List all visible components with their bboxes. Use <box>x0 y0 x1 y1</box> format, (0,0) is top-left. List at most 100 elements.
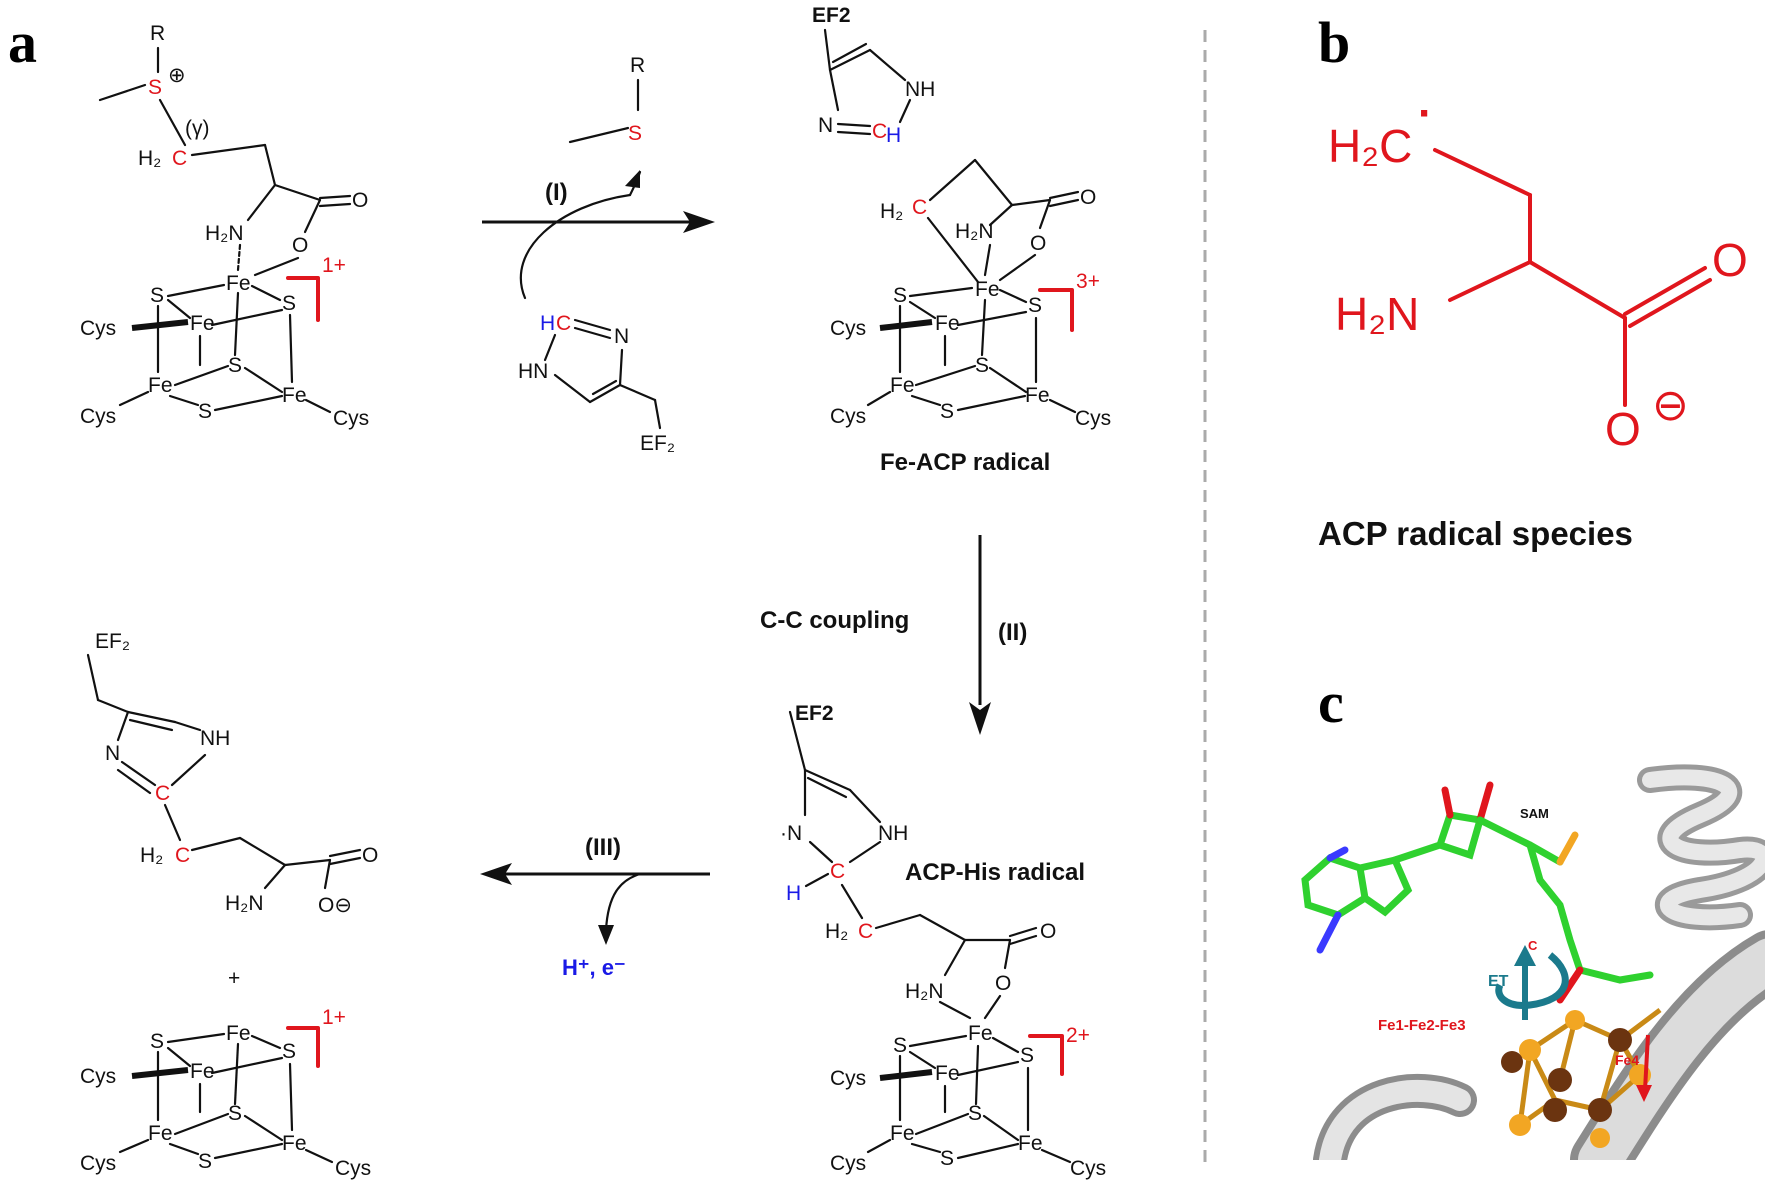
product-structure: EF₂ NH N C H₂ C O O⊖ H₂N <box>86 630 378 917</box>
n-atom: N <box>105 742 120 765</box>
carboxylate-o: O⊖ <box>318 894 352 917</box>
gamma-label: (γ) <box>185 117 210 140</box>
s-atom: S <box>975 354 989 377</box>
gamma-carbon: C <box>858 920 873 943</box>
nh-atom: NH <box>200 727 230 750</box>
amine-h2n: H₂N <box>225 892 263 915</box>
fe-atom: Fe <box>890 374 915 397</box>
step-i-arrow: (I) <box>482 170 715 300</box>
step-ii-arrow: C-C coupling (II) <box>760 535 1027 735</box>
acp-radical-species: H₂C · H₂N O O ⊖ <box>1328 89 1748 455</box>
s-atom: S <box>1020 1044 1034 1067</box>
n-atom: N <box>818 114 833 137</box>
cys-ligand: Cys <box>830 1152 866 1175</box>
s-atom: S <box>282 1040 296 1063</box>
n-radical: ·N <box>780 822 802 845</box>
gamma-carbon: C <box>175 844 190 867</box>
coupled-carbon: C <box>830 860 845 883</box>
fe-atom: Fe <box>1018 1132 1043 1155</box>
fe-atom: Fe <box>148 1122 173 1145</box>
c2-h: H <box>886 124 901 147</box>
h2-label: H₂ <box>825 920 848 943</box>
carbonyl-o: O <box>362 844 378 867</box>
b-h2c: H₂C <box>1328 120 1412 172</box>
b-radical-dot: · <box>1418 89 1433 138</box>
protein-helix <box>1637 764 1765 931</box>
fe-atom: Fe <box>935 312 960 335</box>
h2-label: H₂ <box>880 200 903 223</box>
h2-label: H₂ <box>138 147 161 170</box>
s-atom: S <box>940 400 954 423</box>
fe-atom: Fe <box>975 278 1000 301</box>
cys-ligand: Cys <box>1070 1157 1106 1180</box>
methionine-product: R S <box>568 54 645 145</box>
acp-his-radical-structure: EF2 NH ·N C H H₂ C O O H₂N Fe S S Fe S F… <box>780 702 1106 1180</box>
fe-atom: Fe <box>890 1122 915 1145</box>
et-label: ET <box>1488 973 1509 990</box>
s-atom: S <box>228 354 242 377</box>
ef2-substituent: EF₂ <box>640 432 675 455</box>
b-carboxylate-o: O <box>1605 403 1641 455</box>
charge-label: 2+ <box>1066 1024 1090 1047</box>
his-h: H <box>540 312 555 335</box>
gamma-carbon: C <box>172 147 187 170</box>
h2-label: H₂ <box>140 844 163 867</box>
charge-label: 3+ <box>1076 270 1100 293</box>
s-atom: S <box>150 1030 164 1053</box>
cys-ligand: Cys <box>80 317 116 340</box>
regenerated-cluster: Fe S S Fe S Fe S Fe Cys Cys Cys 1+ <box>80 1006 371 1180</box>
step-iii-label: (III) <box>585 834 621 861</box>
fe-s-cluster-render <box>1501 1008 1662 1148</box>
sam-cluster-structure: R S ⊕ (γ) H₂ C O O H₂N Fe S S Fe S Fe S … <box>80 22 369 430</box>
cys-ligand: Cys <box>335 1157 371 1180</box>
carboxyl-o: O <box>995 972 1011 995</box>
fe4-label: Fe4 <box>1615 1052 1639 1068</box>
r-group: R <box>150 22 165 45</box>
nh-atom: NH <box>878 822 908 845</box>
cys-ligand: Cys <box>80 405 116 428</box>
s-atom: S <box>282 292 296 315</box>
coupled-carbon: C <box>155 782 170 805</box>
protein-sheet <box>1313 930 1765 1160</box>
sam-binding-site-render: SAM ET C Fe1-Fe2-Fe3 Fe4 <box>1290 760 1765 1160</box>
s-atom: S <box>198 400 212 423</box>
nh-atom: NH <box>905 78 935 101</box>
cluster-label: Fe1-Fe2-Fe3 <box>1378 1017 1466 1034</box>
acp-his-radical-label: ACP-His radical <box>905 859 1085 886</box>
panel-label-b: b <box>1318 10 1350 75</box>
cys-ligand: Cys <box>80 1152 116 1175</box>
electron-transfer-arrows <box>1495 945 1652 1102</box>
s-atom: S <box>968 1102 982 1125</box>
fe-atom: Fe <box>190 1060 215 1083</box>
sam-molecule <box>1301 781 1654 1004</box>
s-atom: S <box>940 1147 954 1170</box>
fe-atom: Fe <box>190 312 215 335</box>
sam-label: SAM <box>1520 806 1549 821</box>
proton-electron-label: H⁺, e⁻ <box>562 955 626 980</box>
fe-atom: Fe <box>226 272 251 295</box>
fe-atom: Fe <box>282 384 307 407</box>
c-label: C <box>1528 938 1538 953</box>
s-atom: S <box>198 1150 212 1173</box>
sulfonium-s: S <box>148 76 162 99</box>
r-group: R <box>630 54 645 77</box>
step-i-label: (I) <box>545 179 568 206</box>
s-atom: S <box>228 1102 242 1125</box>
c2-carbon: C <box>872 120 887 143</box>
ef2-substituent: EF₂ <box>95 630 130 653</box>
fe-atom: Fe <box>935 1062 960 1085</box>
amine-h2n: H₂N <box>905 980 943 1003</box>
c2-h: H <box>786 882 801 905</box>
carboxyl-o: O <box>292 234 308 257</box>
ef2-label: EF2 <box>795 702 834 725</box>
cys-ligand: Cys <box>830 317 866 340</box>
carboxyl-o: O <box>1030 232 1046 255</box>
amine-h2n: H₂N <box>955 220 993 243</box>
charge-label: 1+ <box>322 1006 346 1029</box>
b-h2n: H₂N <box>1335 288 1419 340</box>
fe-atom: Fe <box>226 1022 251 1045</box>
positive-charge: ⊕ <box>168 64 186 87</box>
his-c: C <box>556 312 571 335</box>
b-minus-charge: ⊖ <box>1652 381 1689 430</box>
step-ii-label: (II) <box>998 619 1027 646</box>
